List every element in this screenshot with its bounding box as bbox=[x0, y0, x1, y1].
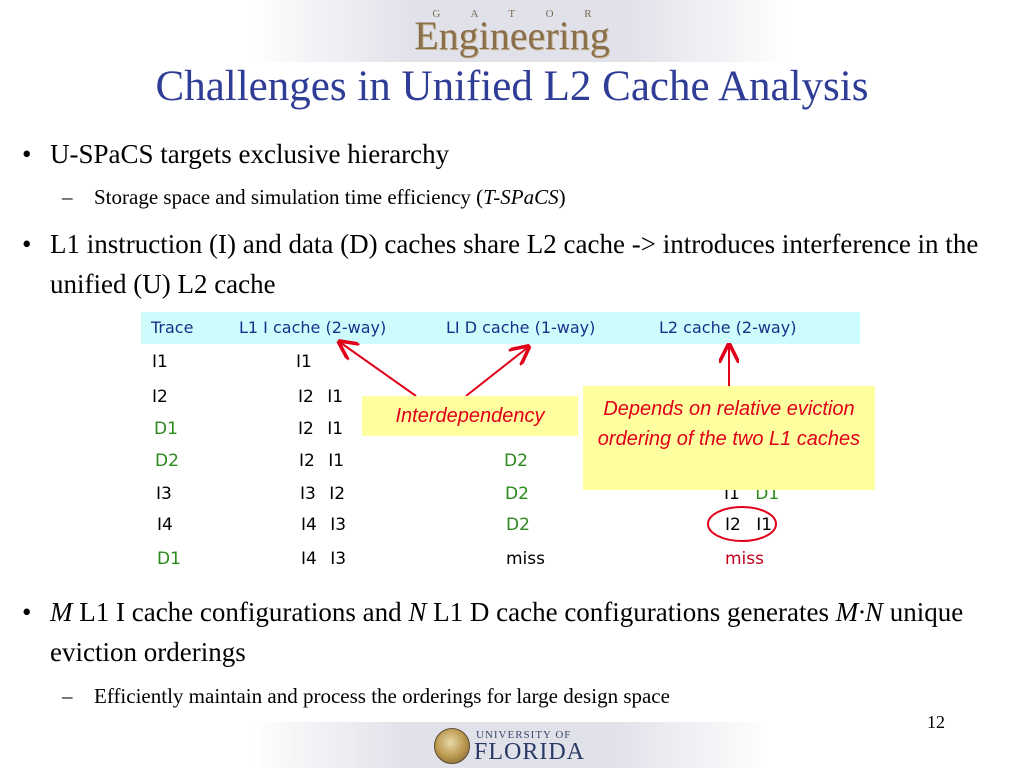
l2-cell: I2 I1 bbox=[725, 515, 773, 535]
trace-cell: I2 bbox=[152, 387, 168, 407]
sub-bullet-1-text: Storage space and simulation time effici… bbox=[94, 185, 566, 209]
footer-band bbox=[250, 722, 770, 768]
icache-cell: I4 I3 bbox=[301, 515, 347, 535]
trace-cell: D1 bbox=[154, 419, 178, 439]
bullet-1-text: U-SPaCS targets exclusive hierarchy bbox=[50, 139, 450, 169]
dcache-cell: D2 bbox=[504, 451, 528, 471]
uf-logo-small: UNIVERSITY OF bbox=[476, 729, 572, 741]
l2-miss-cell: miss bbox=[725, 549, 764, 569]
page-number: 12 bbox=[927, 712, 945, 732]
icache-cell: I2 I1 bbox=[299, 451, 345, 471]
header-l1-icache: L1 I cache (2-way) bbox=[239, 318, 387, 337]
header-trace: Trace bbox=[151, 318, 194, 337]
arrow-to-icache bbox=[341, 343, 417, 397]
trace-table-header: Trace L1 I cache (2-way) LI D cache (1-w… bbox=[141, 312, 860, 344]
icache-cell: I3 I2 bbox=[300, 484, 346, 504]
bullet-2-text: L1 instruction (I) and data (D) caches s… bbox=[50, 229, 979, 299]
sub-bullet-3-text: Efficiently maintain and process the ord… bbox=[94, 684, 670, 708]
icache-cell: I1 bbox=[296, 352, 312, 372]
bullet-3-text: M L1 I cache configurations and N L1 D c… bbox=[50, 597, 964, 667]
dcache-cell: D2 bbox=[505, 484, 529, 504]
icache-cell: I2 I1 bbox=[298, 387, 344, 407]
trace-cell: I1 bbox=[152, 352, 168, 372]
bullet-mark: • bbox=[22, 139, 32, 169]
trace-cell: D2 bbox=[155, 451, 179, 471]
bullet-mark: • bbox=[22, 229, 32, 259]
icache-cell: I2 I1 bbox=[298, 419, 344, 439]
dcache-cell: D2 bbox=[506, 515, 530, 535]
sub-bullet-mark: – bbox=[62, 185, 73, 209]
bullet-mark: • bbox=[22, 597, 32, 627]
slide-title: Challenges in Unified L2 Cache Analysis bbox=[155, 63, 869, 110]
uf-logo-main: FLORIDA bbox=[474, 739, 586, 765]
icache-cell: I4 I3 bbox=[301, 549, 347, 569]
header-l2-cache: L2 cache (2-way) bbox=[659, 318, 797, 337]
sub-bullet-mark: – bbox=[62, 684, 73, 708]
header-l1-dcache: LI D cache (1-way) bbox=[446, 318, 596, 337]
depends-note: Depends on relative eviction ordering of… bbox=[583, 386, 875, 490]
trace-cell: I3 bbox=[156, 484, 172, 504]
header-band bbox=[250, 0, 790, 62]
logo-engineering: Engineering bbox=[414, 13, 610, 58]
trace-cell: D1 bbox=[157, 549, 181, 569]
trace-cell: I4 bbox=[157, 515, 173, 535]
logo-gator: G A T O R bbox=[432, 8, 606, 20]
interdependency-note: Interdependency bbox=[362, 396, 578, 436]
university-seal-icon bbox=[434, 728, 470, 764]
arrow-to-dcache bbox=[465, 348, 527, 397]
dcache-miss-cell: miss bbox=[506, 549, 545, 569]
